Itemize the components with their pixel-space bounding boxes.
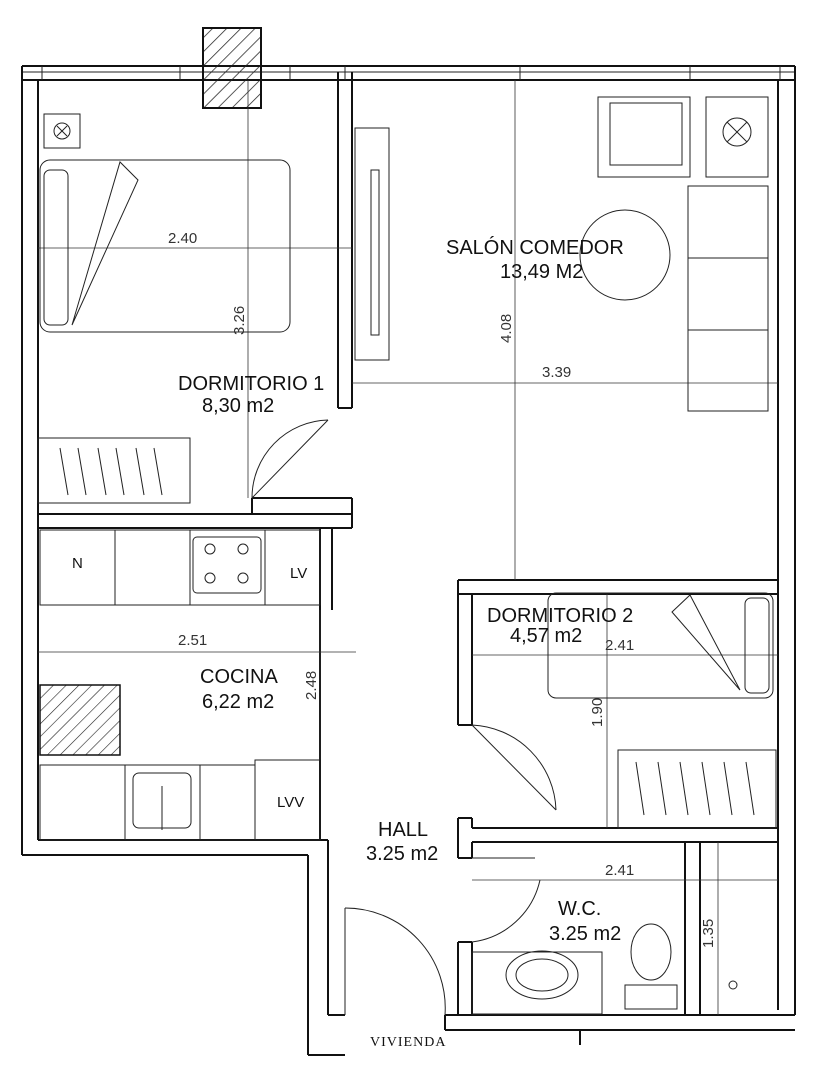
kitchen-furniture [39, 529, 321, 841]
hall-area: 3.25 m2 [366, 843, 438, 865]
dormitorio1-name: DORMITORIO 1 [178, 373, 324, 395]
bedroom2-furniture [547, 592, 777, 829]
dim-wc-width: 2.41 [605, 862, 634, 879]
plan-caption: VIVIENDA [370, 1035, 446, 1050]
wc-area: 3.25 m2 [549, 923, 621, 945]
cocina-area: 6,22 m2 [202, 691, 274, 713]
interior-walls [38, 72, 778, 1015]
dormitorio2-area: 4,57 m2 [510, 625, 582, 647]
dim-cocina-width: 2.51 [178, 632, 207, 649]
salon-area: 13,49 M2 [500, 261, 583, 283]
doors [251, 419, 557, 1016]
dim-d2-width: 2.41 [605, 637, 634, 654]
washer-label: LV [290, 565, 307, 582]
hall-name: HALL [378, 819, 428, 841]
dormitorio1-area: 8,30 m2 [202, 395, 274, 417]
salon-name: SALÓN COMEDOR [446, 236, 624, 259]
dim-wc-depth: 1.35 [700, 919, 717, 948]
chimney-shaft [202, 27, 262, 109]
wc-fixtures [471, 923, 738, 1015]
dim-salon-depth: 4.08 [498, 314, 515, 343]
dim-salon-width: 3.39 [542, 364, 571, 381]
dim-d2-depth: 1.90 [589, 698, 606, 727]
dimension-lines [38, 80, 778, 1015]
cocina-name: COCINA [200, 666, 278, 688]
outer-walls [21, 65, 796, 1056]
dim-d1-depth: 3.26 [231, 306, 248, 335]
dormitorio2-name: DORMITORIO 2 [487, 605, 633, 627]
dishwasher-label: LVV [277, 794, 304, 811]
dim-d1-width: 2.40 [168, 230, 197, 247]
dim-cocina-depth: 2.48 [303, 671, 320, 700]
fridge-label: N [72, 555, 83, 572]
wc-name: W.C. [558, 898, 601, 920]
living-furniture [579, 96, 769, 412]
bedroom1-furniture [37, 113, 390, 504]
